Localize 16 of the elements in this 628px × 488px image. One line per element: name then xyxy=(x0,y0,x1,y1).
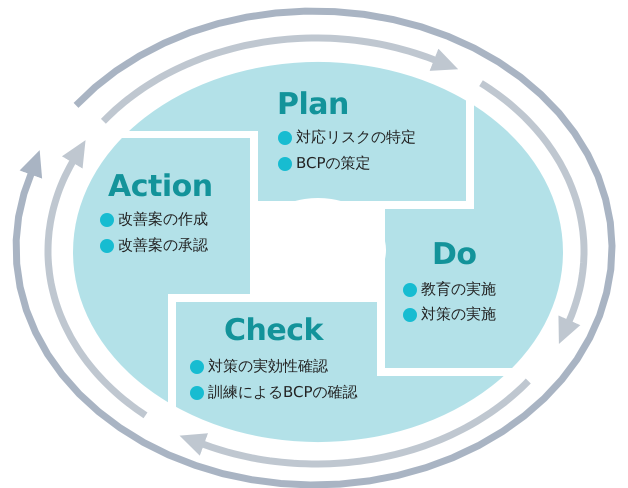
arrow xyxy=(44,140,148,418)
bullet-item: 対策の実施 xyxy=(403,305,496,323)
phase-title: Plan xyxy=(277,90,349,120)
bullet-item: 対策の実効性確認 xyxy=(190,357,328,375)
bullet-item: 改善案の作成 xyxy=(100,210,208,228)
arrow xyxy=(479,80,588,344)
bullet-item: 教育の実施 xyxy=(403,280,496,298)
bullet-item: BCPの策定 xyxy=(278,154,371,172)
bullet-item: 対応リスクの特定 xyxy=(278,128,416,146)
arrow xyxy=(180,378,531,468)
phase-title: Do xyxy=(432,240,477,270)
bullet-item: 訓練によるBCPの確認 xyxy=(190,383,358,401)
phase-title: Action xyxy=(108,172,213,202)
arrow xyxy=(100,34,458,124)
bullet-item: 改善案の承認 xyxy=(100,236,208,254)
phase-title: Check xyxy=(224,316,323,346)
